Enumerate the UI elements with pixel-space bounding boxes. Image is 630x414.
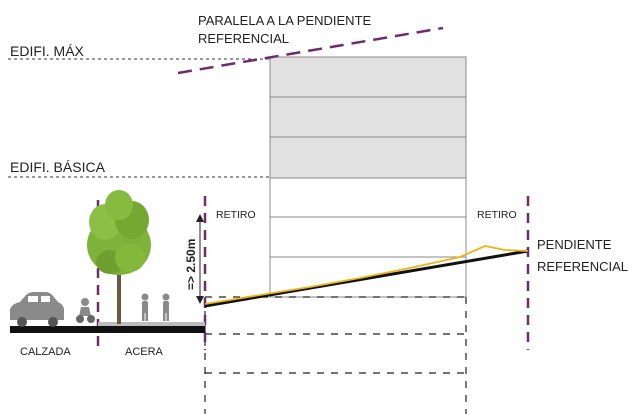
edifi-basica-label: EDIFI. BÁSICA bbox=[10, 159, 106, 175]
height-arrow-head bbox=[196, 214, 204, 222]
motorcycle-icon bbox=[76, 298, 95, 323]
edifi-max-label: EDIFI. MÁX bbox=[10, 43, 85, 59]
height-arrow-head bbox=[196, 296, 204, 304]
retiro-left-label: RETIRO bbox=[216, 209, 256, 221]
person-icon bbox=[141, 293, 149, 321]
tree-icon bbox=[87, 190, 151, 324]
road-surface bbox=[10, 326, 205, 333]
basement-outline bbox=[204, 296, 467, 414]
height-min-label: => 2.50m bbox=[184, 239, 198, 290]
building bbox=[269, 56, 467, 298]
pendiente-label-2: REFERENCIAL bbox=[537, 259, 628, 274]
pendiente-label-1: PENDIENTE bbox=[537, 237, 612, 252]
retiro-right-label: RETIRO bbox=[477, 209, 517, 221]
terrain-line bbox=[204, 245, 529, 305]
person-icon bbox=[162, 293, 170, 321]
building-upper-floors bbox=[269, 56, 467, 179]
reference-slope-line bbox=[204, 249, 529, 308]
parallel-line-label-2: REFERENCIAL bbox=[198, 31, 289, 46]
sidewalk bbox=[98, 322, 205, 329]
calzada-label: CALZADA bbox=[20, 346, 71, 358]
acera-label: ACERA bbox=[125, 346, 164, 358]
parallel-line-label-1: PARALELA A LA PENDIENTE bbox=[198, 13, 372, 28]
car-icon bbox=[10, 292, 64, 327]
parallel-slope-line bbox=[177, 26, 444, 75]
